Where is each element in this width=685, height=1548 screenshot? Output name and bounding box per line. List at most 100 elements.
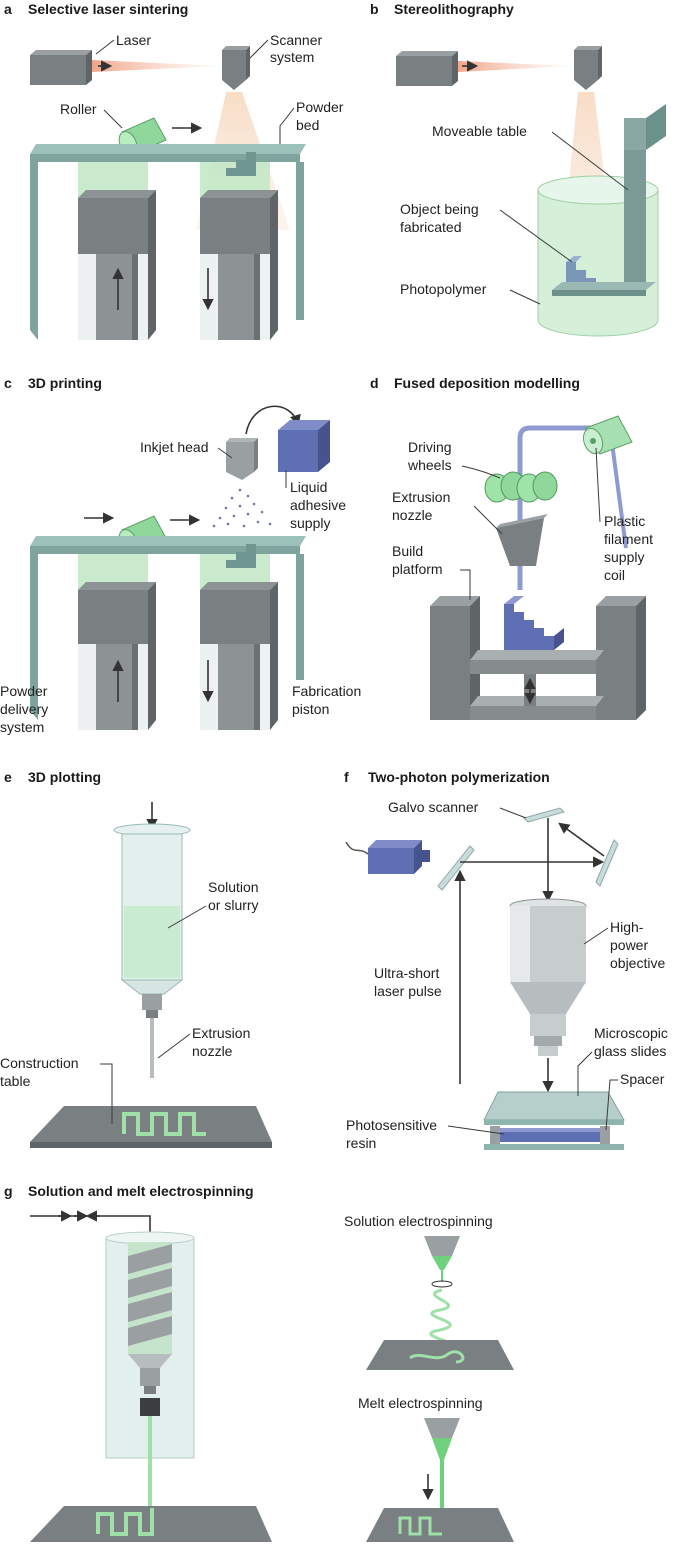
- label-micro-2: glass slides: [594, 1043, 666, 1059]
- adhesive-supply: [278, 420, 330, 472]
- panel-letter-f: f: [344, 769, 349, 785]
- leader-build: [460, 569, 471, 600]
- panel-letter-g: g: [4, 1183, 13, 1199]
- leader-moveable-table: [551, 131, 629, 191]
- leader-plastic: [595, 447, 601, 523]
- panel-letter-d: d: [370, 375, 379, 391]
- panel-g: g Solution and melt electrospinning: [4, 1183, 514, 1542]
- panel-d: d Fused deposition modelling: [370, 375, 653, 720]
- label-liquid-3: supply: [290, 515, 330, 531]
- melt-es-device: [366, 1418, 514, 1542]
- leader-micro: [577, 1051, 593, 1096]
- leader-solution: [167, 905, 207, 929]
- driving-wheels: [484, 471, 558, 503]
- leader-high: [583, 927, 609, 945]
- label-micro-1: Microscopic: [594, 1025, 668, 1041]
- collector-g: [30, 1506, 272, 1542]
- label-fab-piston-1: Fabrication: [292, 683, 361, 699]
- panel-c: c 3D printing Inkjet head Liquid adhesiv…: [0, 375, 361, 735]
- panel-b: b Stereolithography: [370, 1, 666, 337]
- panel-e: e 3D plotting Solution or slurry Extrusi…: [0, 769, 272, 1148]
- label-liquid-1: Liquid: [290, 479, 327, 495]
- label-ultra-2: laser pulse: [374, 983, 442, 999]
- label-powder-bed-1: Powder: [296, 99, 344, 115]
- leader-driving: [461, 465, 501, 479]
- leader-powder-bed: [279, 107, 295, 148]
- panel-letter-e: e: [4, 769, 12, 785]
- construction-table: [30, 1106, 272, 1148]
- supply-coil: [582, 415, 633, 455]
- label-extrusion-d-1: Extrusion: [392, 489, 450, 505]
- label-construction-1: Construction: [0, 1055, 79, 1071]
- label-extrusion-e-2: nozzle: [192, 1043, 233, 1059]
- panel-letter-c: c: [4, 375, 12, 391]
- panel-f: f Two-photon polymerization: [344, 769, 668, 1151]
- label-solution-2: or slurry: [208, 897, 259, 913]
- label-driving-1: Driving: [408, 439, 452, 455]
- label-inkjet-head: Inkjet head: [140, 439, 209, 455]
- objective-f: [509, 898, 587, 1056]
- label-powder-bed-2: bed: [296, 117, 319, 133]
- panel-title-d: Fused deposition modelling: [394, 375, 580, 391]
- label-photopolymer: Photopolymer: [400, 281, 487, 297]
- panel-a: a Selective laser sintering Laser Scanne…: [4, 1, 344, 340]
- leader-extrusion-e: [157, 1033, 191, 1059]
- label-spacer: Spacer: [620, 1071, 665, 1087]
- droplet-spray: [212, 488, 272, 528]
- label-powder-delivery-1: Powder: [0, 683, 48, 699]
- label-plastic-1: Plastic: [604, 513, 645, 529]
- label-galvo: Galvo scanner: [388, 799, 479, 815]
- galvo-mirror-top: [523, 807, 565, 823]
- glass-slides: [483, 1091, 625, 1150]
- filament-d: [517, 425, 610, 590]
- leader-construction: [100, 1063, 113, 1124]
- leader-object: [499, 209, 573, 263]
- label-melt-es: Melt electrospinning: [358, 1395, 483, 1411]
- label-powder-delivery-2: delivery: [0, 701, 48, 717]
- laser-source-a: [30, 50, 220, 85]
- panel-letter-b: b: [370, 1, 379, 17]
- laser-source-b: [396, 51, 572, 86]
- laser-source-f: [345, 840, 430, 874]
- inkjet-head: [226, 405, 301, 480]
- leader-photo: [447, 1125, 505, 1135]
- syringe-e: [113, 823, 191, 1078]
- label-build-1: Build: [392, 543, 423, 559]
- galvo-mirror-right: [595, 839, 619, 887]
- label-extrusion-e-1: Extrusion: [192, 1025, 250, 1041]
- label-roller: Roller: [60, 101, 97, 117]
- label-object-2: fabricated: [400, 219, 461, 235]
- label-moveable-table: Moveable table: [432, 123, 527, 139]
- leader-extrusion-d: [473, 505, 503, 535]
- label-fab-piston-2: piston: [292, 701, 329, 717]
- galvo-mirror-left: [437, 845, 475, 891]
- label-ultra-1: Ultra-short: [374, 965, 439, 981]
- label-plastic-4: coil: [604, 567, 625, 583]
- leader-laser: [95, 39, 115, 55]
- label-extrusion-d-2: nozzle: [392, 507, 433, 523]
- label-high-3: objective: [610, 955, 665, 971]
- leader-roller: [103, 109, 123, 129]
- powder-bed-c: [30, 536, 306, 730]
- leader-photopolymer: [509, 289, 541, 305]
- label-high-2: power: [610, 937, 648, 953]
- label-solution-1: Solution: [208, 879, 259, 895]
- panel-title-g: Solution and melt electrospinning: [28, 1183, 254, 1199]
- leader-scanner: [249, 39, 269, 59]
- panel-letter-a: a: [4, 1, 12, 17]
- extrusion-nozzle-d: [496, 514, 548, 566]
- powder-bed-a: [30, 144, 306, 340]
- leader-inkjet-head: [217, 447, 233, 459]
- label-plastic-2: filament: [604, 531, 653, 547]
- label-liquid-2: adhesive: [290, 497, 346, 513]
- leader-galvo: [499, 807, 527, 819]
- panel-title-b: Stereolithography: [394, 1, 514, 17]
- label-photo-2: resin: [346, 1135, 376, 1151]
- label-plastic-3: supply: [604, 549, 644, 565]
- build-frame: [430, 596, 646, 720]
- label-high-1: High-: [610, 919, 644, 935]
- label-construction-2: table: [0, 1073, 31, 1089]
- leader-spacer: [605, 1079, 618, 1131]
- label-driving-2: wheels: [407, 457, 452, 473]
- label-object-1: Object being: [400, 201, 479, 217]
